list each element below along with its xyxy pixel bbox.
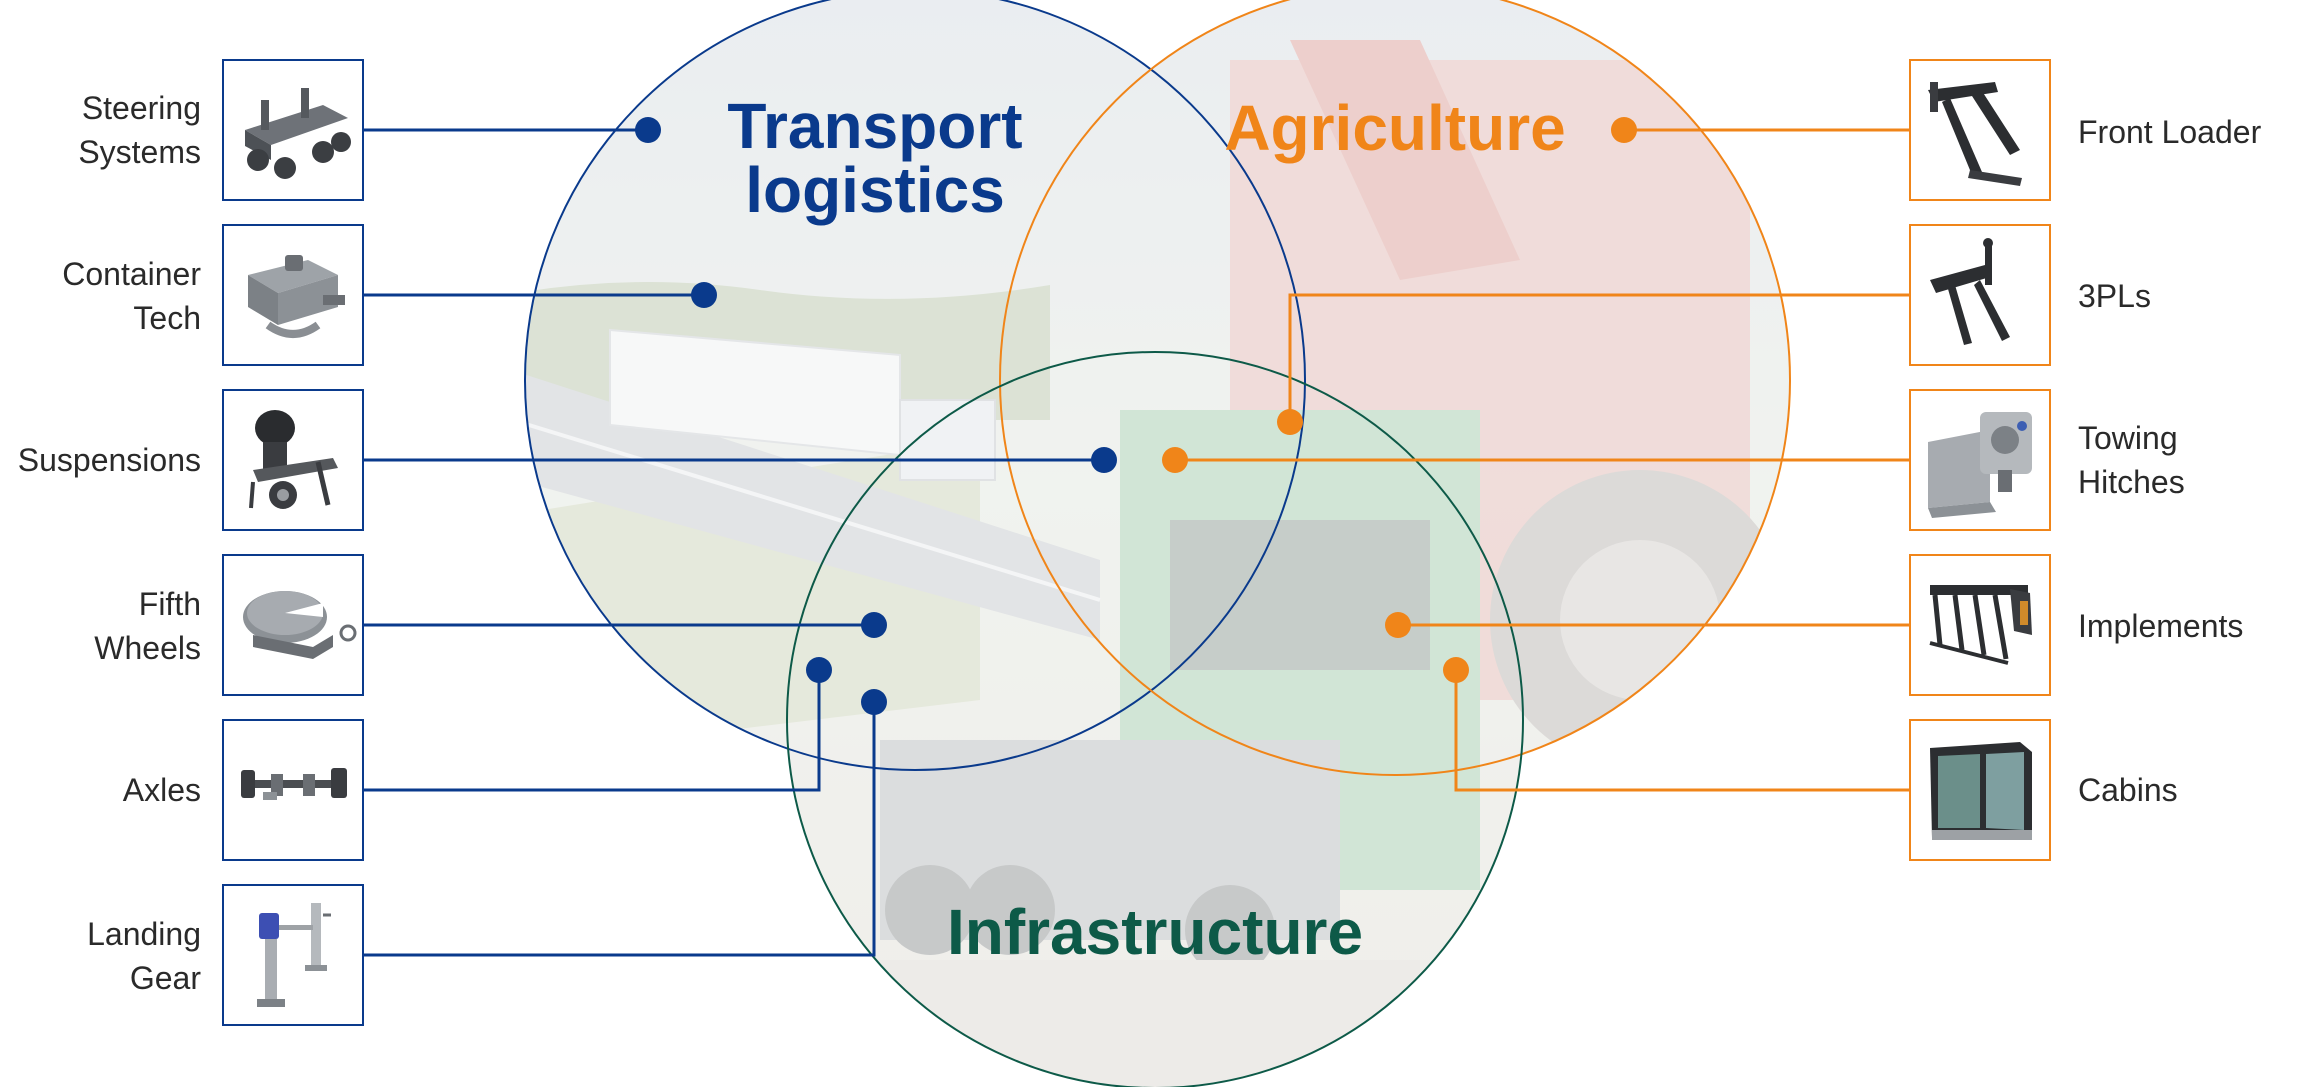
right-connector-dots — [1162, 117, 1637, 683]
tractor-cabin-icon — [1909, 719, 2051, 861]
infrastructure-title: Infrastructure — [946, 896, 1364, 968]
infrastructure-circle — [786, 351, 1524, 1087]
label-3pls: 3PLs — [2078, 274, 2151, 318]
right-product-boxes — [1909, 59, 2051, 861]
label-line1: Front Loader — [2078, 114, 2262, 150]
label-towing-hitches: Towing Hitches — [2078, 416, 2185, 504]
front-loader-icon — [1909, 59, 2051, 201]
label-line2: Systems — [78, 134, 201, 170]
label-line1: Axles — [122, 772, 201, 808]
label-line2: Hitches — [2078, 464, 2185, 500]
agriculture-title: Agriculture — [1224, 92, 1566, 164]
label-cabins: Cabins — [2078, 768, 2178, 812]
left-product-boxes — [222, 59, 364, 1026]
label-implements: Implements — [2078, 604, 2243, 648]
background-photo — [525, 0, 1790, 1087]
axle-icon — [222, 719, 364, 861]
agriculture-circle — [999, 0, 1791, 776]
steering-axle-icon — [222, 59, 364, 201]
label-axles: Axles — [123, 768, 201, 812]
grapple-implement-icon — [1909, 554, 2051, 696]
label-line2: Gear — [129, 960, 201, 996]
label-line1: Implements — [2078, 608, 2244, 644]
label-suspensions: Suspensions — [18, 438, 201, 482]
transport-title-line1: Transport — [727, 90, 1023, 162]
label-line1: Fifth — [138, 586, 201, 622]
label-front-loader: Front Loader — [2078, 110, 2261, 154]
label-steering-systems: Steering Systems — [78, 86, 201, 174]
label-line1: Cabins — [2078, 772, 2178, 808]
right-connectors — [1175, 128, 1910, 792]
label-line1: 3PLs — [2078, 278, 2151, 314]
towing-hitch-icon — [1909, 389, 2051, 531]
transport-title-line2: logistics — [745, 154, 1005, 226]
left-connector-dots — [635, 117, 1117, 715]
twistlock-icon — [222, 224, 364, 366]
three-point-linkage-icon — [1909, 224, 2051, 366]
label-landing-gear: Landing Gear — [87, 912, 201, 1000]
label-container-tech: Container Tech — [62, 252, 201, 340]
label-line1: Towing — [2078, 420, 2178, 456]
transport-logistics-circle — [524, 0, 1306, 771]
fifth-wheel-icon — [222, 554, 364, 696]
label-fifth-wheels: Fifth Wheels — [94, 582, 201, 670]
landing-gear-icon — [222, 884, 364, 1026]
label-line1: Suspensions — [17, 442, 201, 478]
label-line1: Container — [62, 256, 201, 292]
label-line1: Steering — [81, 90, 201, 126]
air-suspension-icon — [222, 389, 364, 531]
label-line1: Landing — [87, 916, 201, 952]
transport-logistics-title: Transport logistics — [700, 94, 1050, 222]
left-connectors — [362, 128, 1104, 957]
label-line2: Wheels — [94, 630, 201, 666]
label-line2: Tech — [133, 300, 201, 336]
